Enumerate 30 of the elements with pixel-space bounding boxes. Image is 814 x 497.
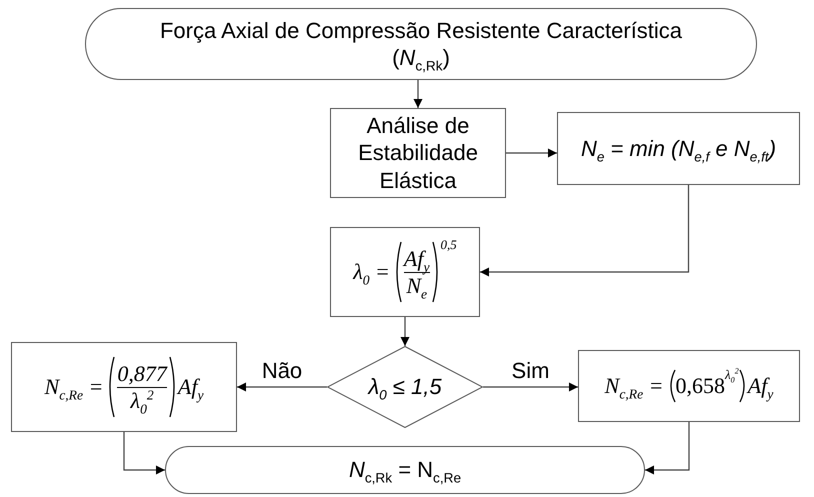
formula-term: Af$_{y}$ — [178, 374, 204, 400]
node-label: N$_{e}$ = min (N$_{e,f}$ e N$_{e,ft}$) — [580, 134, 778, 162]
arrow — [483, 382, 578, 392]
process-box — [578, 350, 800, 422]
formula-term: N$_{c,Re}$ = — [44, 374, 104, 400]
arrow — [400, 317, 410, 346]
arrow — [237, 382, 327, 392]
node-label: N$_{c,Rk}$ = N$_{c,Re}$ — [348, 456, 462, 484]
formula-term: λ$_{0}$ = — [353, 259, 390, 285]
process-box — [330, 227, 480, 317]
arrow — [506, 148, 557, 158]
arrow — [480, 185, 690, 276]
formula-term: 0,658 — [676, 373, 726, 399]
exponent: 0,5 — [440, 237, 457, 253]
terminator-shape — [165, 446, 645, 494]
node-label: Análise de Estabilidade Elástica — [357, 112, 479, 194]
node-label: Força Axial de Compressão Resistente Característica — [158, 16, 684, 44]
arrow — [123, 432, 165, 474]
process-box — [557, 112, 800, 185]
arrow — [414, 80, 422, 108]
denominator: N$_{e}$ — [406, 272, 428, 298]
process-box — [11, 342, 237, 432]
formula-term: Af$_{y}$ — [748, 373, 774, 399]
numerator: 0,877 — [117, 360, 167, 386]
node-label: (N$_{c,Rk}$) — [391, 44, 451, 72]
node-label: λ$_{0}$ ≤ 1,5 — [366, 373, 443, 401]
decision-diamond — [327, 346, 483, 428]
process-box — [330, 108, 506, 198]
arrow — [645, 422, 690, 474]
formula-term: N$_{c,Re}$ = — [604, 373, 664, 399]
